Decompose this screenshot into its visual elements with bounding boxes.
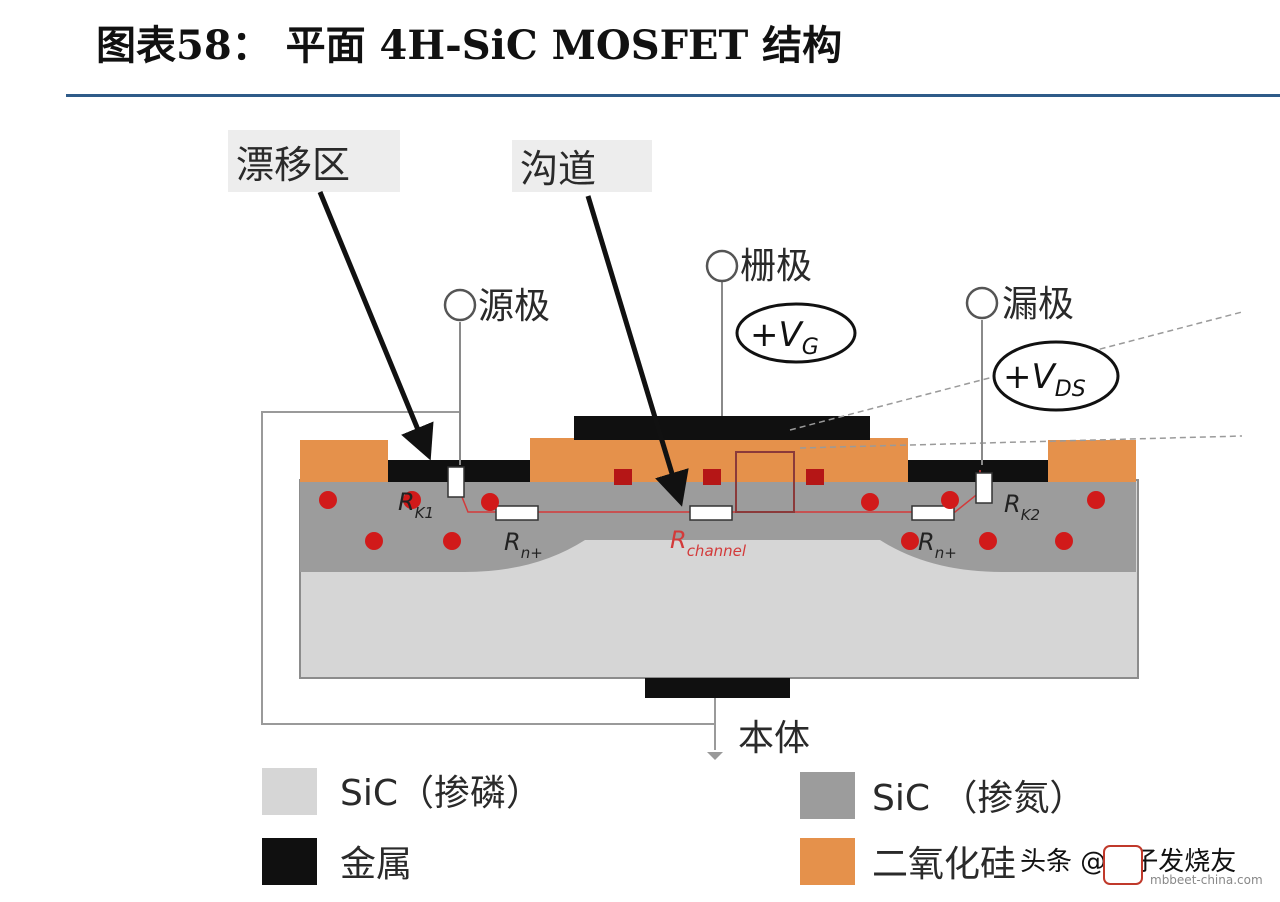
drain-terminal-icon	[965, 286, 999, 320]
legend-swatch	[262, 768, 317, 815]
charge-square	[806, 469, 824, 485]
gate-label: 栅极	[740, 246, 812, 287]
legend: SiC（掺磷） SiC （掺氮） 金属 二氧化硅	[262, 768, 1085, 885]
channel-label: 沟道	[520, 147, 596, 191]
dopant-dot	[861, 493, 879, 511]
watermark-site: mbbeet-china.com	[1150, 873, 1263, 887]
figure-title: 图表58： 平面 4H-SiC MOSFET 结构	[96, 22, 843, 69]
drift-region-label: 漂移区	[236, 143, 350, 187]
vg-oval	[735, 302, 857, 364]
dopant-dot	[941, 491, 959, 509]
dashed-guide-line	[799, 435, 1243, 449]
watermark: 头条 @电子发烧友 mbbeet-china.com	[1016, 832, 1270, 890]
title-divider	[66, 94, 1280, 97]
oxide-left	[300, 440, 388, 482]
legend-label: 金属	[340, 844, 412, 885]
legend-label: SiC（掺磷）	[340, 773, 542, 814]
dopant-dot	[979, 532, 997, 550]
gate-metal	[574, 416, 870, 440]
rchannel-label: Rchannel	[670, 526, 747, 560]
legend-swatch	[800, 772, 855, 819]
drain-metal	[908, 460, 1048, 482]
source-terminal-icon	[443, 288, 477, 322]
vds-label: +VDS	[1003, 357, 1086, 402]
watermark-logo-icon	[1103, 845, 1143, 885]
body-metal	[645, 678, 790, 698]
source-label: 源极	[478, 286, 550, 327]
resistor-rk1	[447, 466, 465, 498]
body-label: 本体	[738, 718, 810, 759]
legend-swatch	[800, 838, 855, 885]
channel-highlight-box	[735, 451, 795, 513]
vg-label: +VG	[750, 315, 819, 360]
vds-oval	[992, 340, 1120, 412]
dopant-dot	[901, 532, 919, 550]
channel-arrow	[585, 195, 689, 507]
legend-label: SiC （掺氮）	[872, 778, 1085, 819]
resistor-rchannel	[689, 505, 733, 521]
dopant-dot	[403, 491, 421, 509]
body-wire	[261, 411, 715, 725]
dopant-dots	[319, 491, 1105, 550]
charge-square	[614, 469, 632, 485]
charge-square	[703, 469, 721, 485]
dopant-dot	[481, 493, 499, 511]
dopant-dot	[1087, 491, 1105, 509]
oxide-right	[1048, 440, 1136, 482]
dopant-dot	[365, 532, 383, 550]
rn-left-label: Rn+	[504, 528, 543, 562]
rk2-label: RK2	[1004, 490, 1040, 524]
sic-nitrogen-region	[300, 481, 1136, 572]
channel-label-box	[512, 140, 652, 192]
drift-label-box	[228, 130, 400, 192]
dopant-dot	[319, 491, 337, 509]
drift-arrow	[317, 191, 434, 461]
legend-swatch	[262, 838, 317, 885]
legend-label: 二氧化硅	[872, 844, 1016, 885]
rk1-label: RK1	[398, 488, 434, 522]
gate-terminal-icon	[705, 249, 739, 283]
dopant-dot	[1055, 532, 1073, 550]
resistor-rn-left	[495, 505, 539, 521]
drain-label: 漏极	[1002, 284, 1074, 325]
rn-right-label: Rn+	[918, 528, 957, 562]
resistor-rk2	[975, 472, 993, 504]
ground-symbol	[707, 752, 723, 760]
resistor-rn-right	[911, 505, 955, 521]
dopant-dot	[443, 532, 461, 550]
